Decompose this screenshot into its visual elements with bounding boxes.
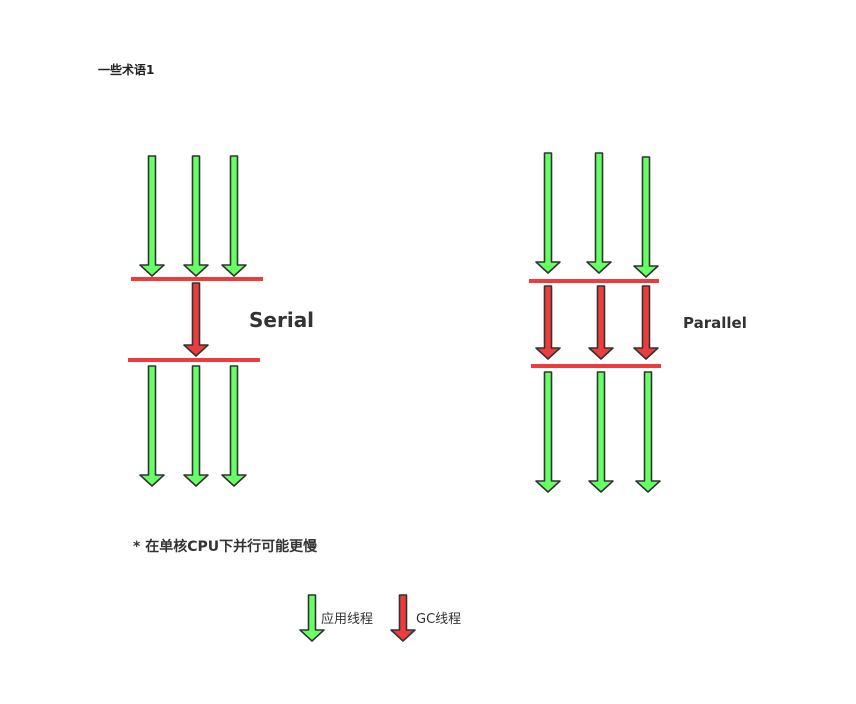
app-thread-arrow-icon: [139, 155, 165, 277]
app-thread-arrow-icon: [633, 156, 659, 278]
gc-thread-arrow-icon: [588, 285, 614, 360]
serial-label: Serial: [249, 308, 315, 332]
gc-thread-arrow-icon: [535, 285, 561, 360]
gc-thread-arrow-icon: [183, 282, 209, 357]
parallel-label: Parallel: [683, 314, 747, 332]
parallel-diagram: [529, 152, 661, 493]
serial-diagram: [128, 155, 263, 487]
page-title: 一些术语1: [98, 63, 155, 77]
app-thread-arrow-icon: [221, 155, 247, 277]
app-thread-arrow-icon: [183, 365, 209, 487]
app-thread-arrow-icon: [139, 365, 165, 487]
legend-gc-thread-label: GC线程: [416, 612, 462, 627]
single-core-note: * 在单核CPU下并行可能更慢: [133, 539, 318, 555]
app-thread-arrow-icon: [535, 371, 561, 493]
app-thread-arrow-icon: [221, 365, 247, 487]
app-thread-arrow-icon: [588, 371, 614, 493]
app-thread-arrow-icon: [535, 152, 561, 274]
app-thread-arrow-icon: [183, 155, 209, 277]
legend: [299, 594, 416, 642]
app-thread-arrow-icon: [586, 152, 612, 274]
legend-gc-thread-arrow-icon: [390, 594, 416, 642]
legend-app-thread-arrow-icon: [299, 594, 325, 642]
legend-app-thread-label: 应用线程: [321, 612, 374, 627]
app-thread-arrow-icon: [635, 371, 661, 493]
gc-thread-arrow-icon: [633, 285, 659, 360]
